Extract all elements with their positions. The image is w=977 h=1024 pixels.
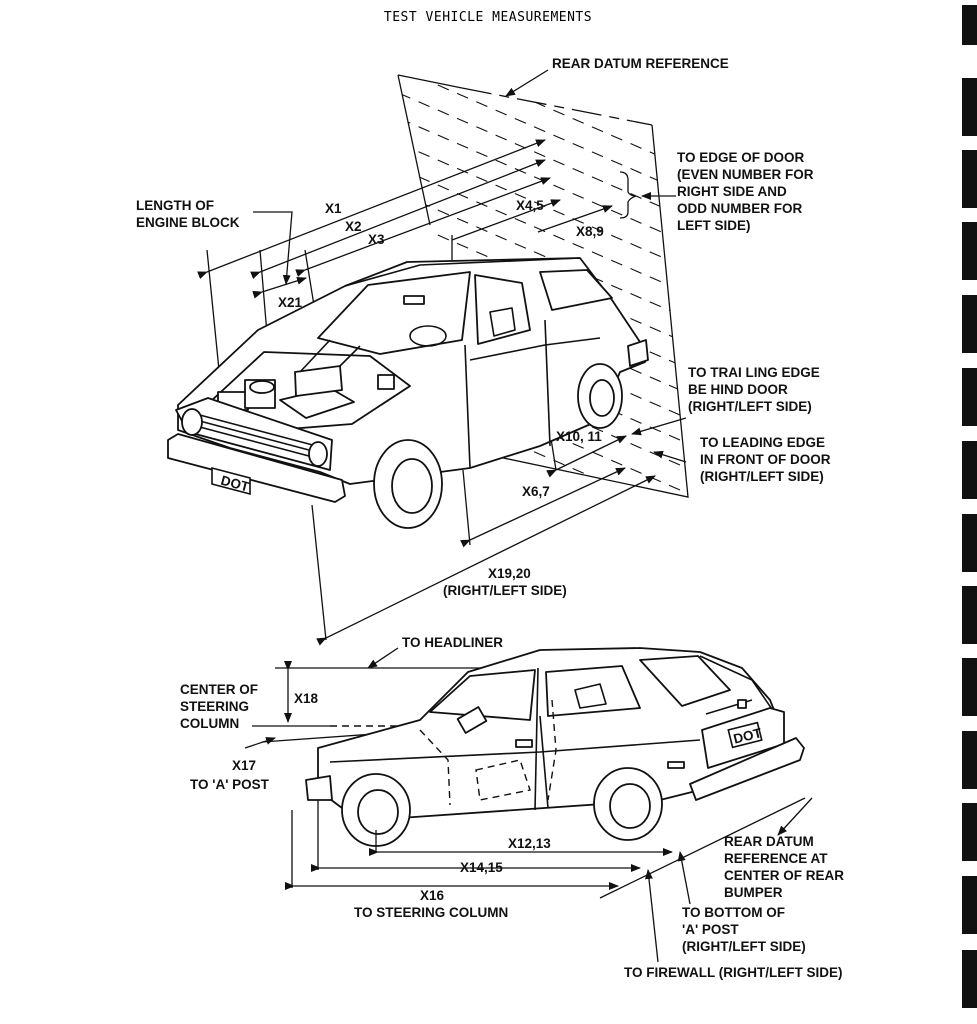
label-leading-edge-line3: (RIGHT/LEFT SIDE) — [700, 469, 824, 484]
label-edge-of-door-line4: ODD NUMBER FOR — [677, 201, 802, 216]
label-trailing-edge-line2: BE HIND DOOR — [688, 382, 788, 397]
label-x12-13: X12,13 — [508, 836, 551, 851]
label-to-steering-column: TO STEERING COLUMN — [354, 905, 508, 920]
label-edge-of-door-line3: RIGHT SIDE AND — [677, 184, 787, 199]
label-x3: X3 — [368, 232, 385, 247]
label-trailing-edge-line3: (RIGHT/LEFT SIDE) — [688, 399, 812, 414]
label-leading-edge: TO LEADING EDGE — [700, 435, 825, 450]
label-x10-11: X10, 11 — [556, 429, 602, 444]
label-x14-15: X14,15 — [460, 860, 503, 875]
label-bottom-a-post: TO BOTTOM OF — [682, 905, 785, 920]
upper-plate-text: DOT — [219, 473, 251, 495]
page-title: TEST VEHICLE MEASUREMENTS — [384, 10, 592, 25]
label-rear-bumper-datum-line3: CENTER OF REAR — [724, 868, 844, 883]
label-x2: X2 — [345, 219, 362, 234]
lower-measure-lines — [285, 797, 813, 963]
label-rear-bumper-datum: REAR DATUM — [724, 834, 814, 849]
lower-plate-text: DOT — [732, 725, 764, 747]
label-x4-5: X4,5 — [516, 198, 544, 213]
label-center-steering-line3: COLUMN — [180, 716, 239, 731]
upper-car-drawing: DOT — [167, 257, 649, 529]
label-rear-bumper-datum-line4: BUMPER — [724, 885, 783, 900]
label-center-steering-line2: STEERING — [180, 699, 249, 714]
label-rear-bumper-datum-line2: REFERENCE AT — [724, 851, 828, 866]
label-x21: X21 — [278, 295, 303, 310]
label-x6-7: X6,7 — [522, 484, 550, 499]
lower-view: DOT TO HEADLINER CENTER OF STEERING CO — [180, 635, 844, 980]
label-rear-datum: REAR DATUM REFERENCE — [552, 56, 729, 71]
label-edge-of-door: TO EDGE OF DOOR — [677, 150, 805, 165]
label-bottom-a-post-line3: (RIGHT/LEFT SIDE) — [682, 939, 806, 954]
label-x1: X1 — [325, 201, 342, 216]
label-edge-of-door-line5: LEFT SIDE) — [677, 218, 751, 233]
binding-marks — [962, 5, 977, 1008]
label-trailing-edge: TO TRAI LING EDGE — [688, 365, 820, 380]
label-edge-of-door-line2: (EVEN NUMBER FOR — [677, 167, 814, 182]
label-x17: X17 — [232, 758, 256, 773]
label-x16: X16 — [420, 888, 445, 903]
upper-view: DOT REAR DATUM REFERENCE TO EDGE OF DOOR… — [136, 56, 831, 646]
label-x19-20: X19,20 — [488, 566, 531, 581]
label-engine-block-line2: ENGINE BLOCK — [136, 215, 240, 230]
label-firewall: TO FIREWALL (RIGHT/LEFT SIDE) — [624, 965, 843, 980]
label-leading-edge-line2: IN FRONT OF DOOR — [700, 452, 831, 467]
label-engine-block: LENGTH OF — [136, 198, 214, 213]
label-bottom-a-post-line2: 'A' POST — [682, 922, 739, 937]
lower-car-drawing: DOT — [305, 647, 805, 847]
label-x19-20-sub: (RIGHT/LEFT SIDE) — [443, 583, 567, 598]
upper-bottom-lines — [311, 417, 687, 646]
label-center-steering: CENTER OF — [180, 682, 258, 697]
label-headliner: TO HEADLINER — [402, 635, 503, 650]
label-x8-9: X8,9 — [576, 224, 604, 239]
label-x18: X18 — [294, 691, 319, 706]
label-a-post: TO 'A' POST — [190, 777, 270, 792]
